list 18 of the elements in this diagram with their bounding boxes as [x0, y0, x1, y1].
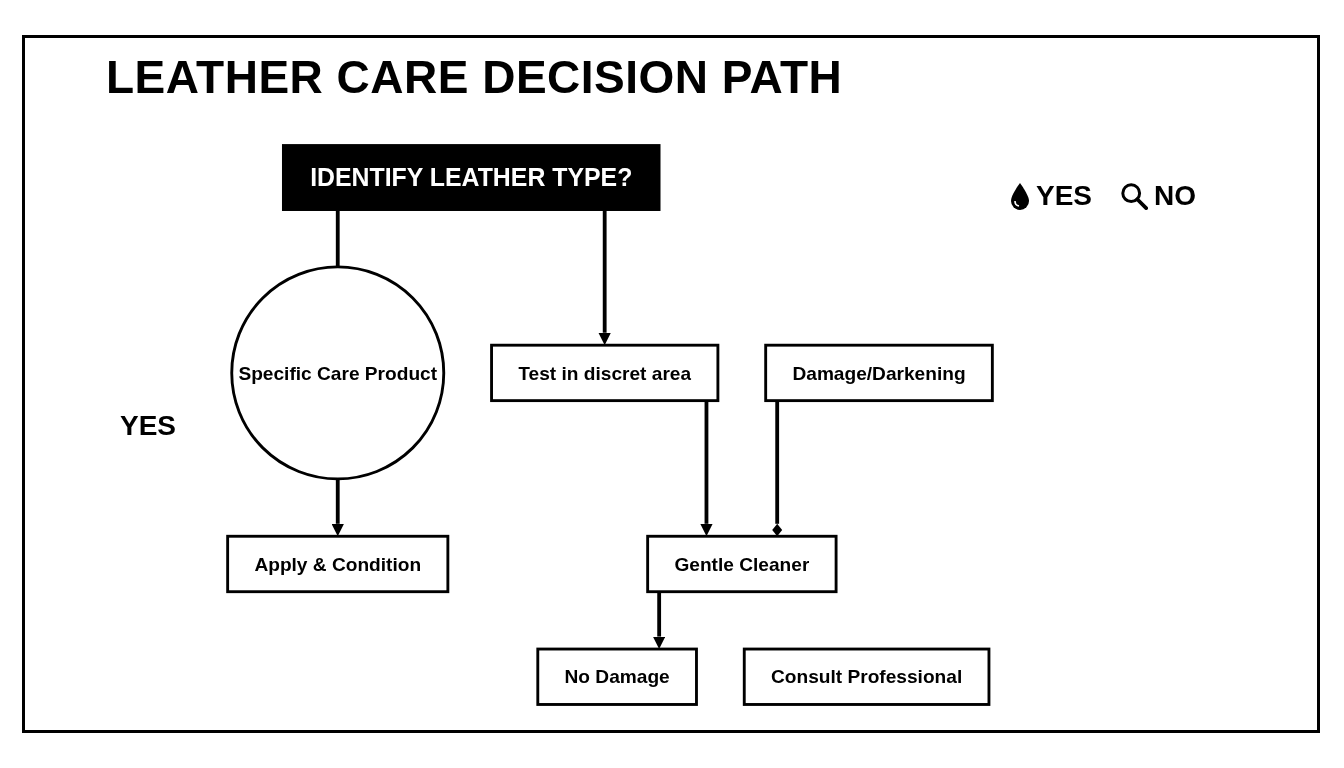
arrow: [598, 209, 611, 346]
legend-text: YES: [1036, 180, 1093, 212]
process-box: No Damage: [536, 647, 698, 706]
process-box: Damage/Darkening: [764, 343, 994, 403]
process-circle: Specific Care Product: [230, 265, 446, 481]
diagram-title: LEATHER CARE DECISION PATH: [106, 50, 843, 104]
branch-label: YES: [120, 410, 177, 442]
arrow: [700, 400, 713, 537]
diamond-connector: [772, 400, 783, 537]
process-box: Gentle Cleaner: [646, 534, 838, 594]
arrow: [331, 478, 344, 537]
process-box: Apply & Condition: [226, 534, 450, 594]
process-box: Test in discret area: [490, 343, 720, 403]
arrow: [652, 591, 666, 649]
process-box: Consult Professional: [742, 647, 991, 706]
question-box: IDENTIFY LEATHER TYPE?: [281, 144, 661, 211]
connector-line: [335, 209, 340, 267]
legend-text: NO: [1154, 180, 1197, 212]
